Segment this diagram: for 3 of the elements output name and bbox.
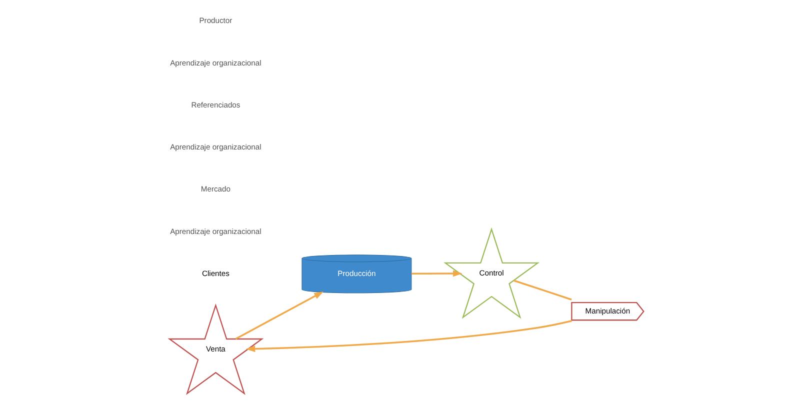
arrow bbox=[245, 320, 572, 352]
arrow bbox=[410, 270, 462, 277]
arrow bbox=[234, 291, 324, 340]
